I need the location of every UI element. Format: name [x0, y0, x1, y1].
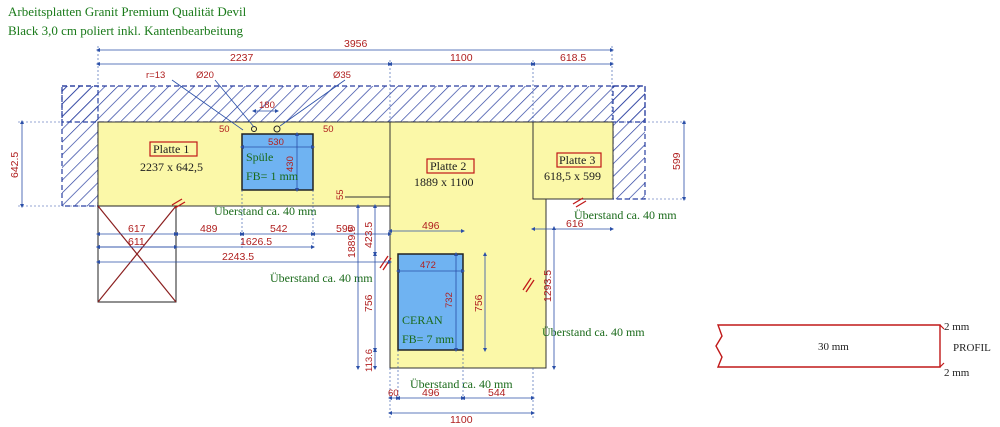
slab-1-size: 2237 x 642,5	[140, 160, 203, 174]
slab-2-label: Platte 2	[430, 159, 466, 173]
dim-sink-height: 430	[285, 156, 296, 172]
dim-b60: 60	[388, 388, 399, 399]
dim-50a: 50	[219, 124, 230, 135]
dim-489: 489	[200, 223, 218, 235]
slab-1-label-box	[149, 141, 198, 157]
dim-423: 423.5	[363, 222, 375, 248]
dim-right-height: 599	[671, 152, 683, 170]
overhang-label-3: Überstand ca. 40 mm	[270, 271, 373, 285]
dim-cooktop-width: 472	[420, 260, 436, 271]
slab-3-size: 618,5 x 599	[544, 169, 601, 183]
slab-3-label-box	[556, 152, 602, 168]
overhang-label-1: Überstand ca. 40 mm	[214, 204, 317, 218]
dim-top-p2: 1100	[450, 52, 473, 64]
dim-cooktop-height: 732	[444, 292, 455, 308]
wall-hatch-left	[61, 85, 99, 207]
leader-hole1	[214, 79, 255, 128]
drawing-title-line2: Black 3,0 cm poliert inkl. Kantenbearbei…	[8, 23, 244, 38]
profile-top: 2 mm	[944, 321, 970, 333]
slab-2-label-box	[426, 158, 475, 174]
dim-top-p3: 618.5	[560, 52, 586, 64]
lower-left-dimensions	[96, 190, 392, 264]
sink-cutout	[241, 133, 314, 191]
top-dimensions	[96, 46, 614, 122]
dim-611: 611	[128, 236, 145, 248]
dim-1626: 1626.5	[240, 236, 272, 248]
profile-label: PROFIL	[953, 342, 991, 354]
profile-thickness: 30 mm	[818, 341, 849, 353]
dim-sink-width: 530	[268, 137, 284, 148]
profile-bottom: 2 mm	[944, 367, 970, 379]
dim-left-height: 642.5	[9, 152, 21, 178]
dim-595: 595	[336, 223, 354, 235]
dim-180: 180	[259, 100, 275, 111]
wall-hatch-right	[612, 85, 646, 200]
dim-top-p1: 2237	[230, 52, 254, 64]
cabinet-cross-b	[97, 205, 177, 303]
overhang-label-2: Überstand ca. 40 mm	[574, 208, 677, 222]
dim-616: 616	[566, 218, 584, 230]
wall-hatch-top	[61, 85, 646, 123]
slab-3	[532, 121, 614, 200]
dim-hole2: Ø35	[333, 70, 351, 81]
dim-542: 542	[270, 223, 288, 235]
dim-756b: 756	[473, 294, 485, 312]
dim-top-total: 3956	[344, 38, 368, 50]
dim-55: 55	[335, 189, 346, 200]
overhang-label-4: Überstand ca. 40 mm	[542, 325, 645, 339]
dim-2243: 2243.5	[222, 251, 254, 263]
dim-756a: 756	[363, 294, 375, 312]
dim-617: 617	[128, 223, 146, 235]
edge-profile	[715, 324, 945, 368]
dim-1889: 1889.5	[346, 226, 358, 258]
cooktop-depth: FB= 7 mm	[402, 332, 455, 346]
drawing-title-line1: Arbeitsplatten Granit Premium Qualität D…	[8, 4, 247, 19]
cabinet-box	[97, 205, 177, 303]
sink-depth: FB= 1 mm	[246, 169, 299, 183]
dim-hole1: Ø20	[196, 70, 214, 81]
overhang-markers	[171, 197, 587, 293]
dim-radius: r=13	[146, 70, 165, 81]
dim-b544: 544	[488, 387, 506, 399]
overhang-label-5: Überstand ca. 40 mm	[410, 377, 513, 391]
dim-b496: 496	[422, 387, 440, 399]
slab-1-label: Platte 1	[153, 142, 189, 156]
sink-label: Spüle	[246, 150, 273, 164]
slab-3-label: Platte 3	[559, 153, 595, 167]
cooktop-label: CERAN	[402, 313, 443, 327]
slab-2-size: 1889 x 1100	[414, 175, 474, 189]
leader-radius	[171, 79, 244, 131]
dim-113: 113.6	[364, 349, 375, 372]
tap-hole-large	[273, 125, 281, 133]
dim-496-top: 496	[422, 220, 440, 232]
bottom-dimensions	[388, 350, 535, 418]
dim-b1100: 1100	[450, 414, 473, 426]
dim-50b: 50	[323, 124, 334, 135]
leader-hole2	[279, 79, 346, 127]
dim-1293: 1293.5	[542, 270, 554, 302]
